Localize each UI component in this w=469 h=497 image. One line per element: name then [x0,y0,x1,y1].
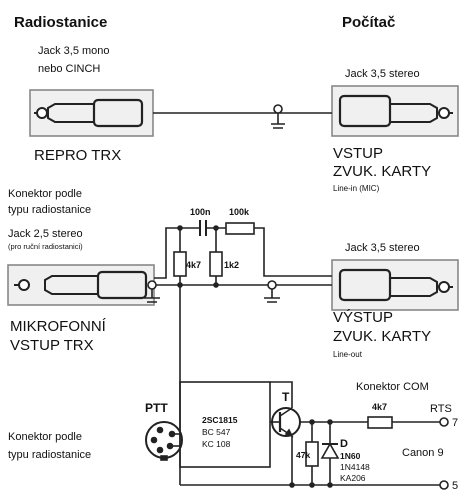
mic-pc-name-2: ZVUK. KARTY [333,328,431,345]
mic-jack-sub: (pro ruční radiostanici) [8,242,83,251]
mic-pc-jack-label: Jack 3,5 stereo [345,242,420,254]
repro-jack-label-2: nebo CINCH [38,63,100,75]
mic-jack-plug [7,264,155,306]
resistor-1k2-label: 1k2 [224,260,239,270]
repro-pc-name-1: VSTUP [333,145,383,162]
mic-signal-wire [154,227,200,279]
diode-type-2: 1N4148 [340,462,370,472]
com-pin5-node [439,480,449,490]
mic-ground-symbol-right [264,297,280,303]
mic-name-2: VSTUP TRX [10,337,94,354]
diode-symbol [320,442,340,459]
mic-name-1: MIKROFONNÍ [10,318,107,335]
mic-pc-sub: Line-out [333,350,363,359]
com-pin7-node [439,417,449,427]
resistor-4k7 [173,251,187,277]
resistor-base-label: 4k7 [372,402,387,412]
resistor-1k2 [209,251,223,277]
com-title: Konektor COM [356,381,429,393]
mic-pc-name-1: VÝSTUP [333,309,393,326]
heading-left: Radiostanice [14,14,107,31]
diode-type-3: KA206 [340,473,366,483]
repro-shield-node [273,104,283,114]
transistor-label: T [282,390,290,404]
resistor-4k7-label: 4k7 [186,260,201,270]
ptt-connector-label-1: Konektor podle [8,431,82,443]
transistor-type-2: BC 547 [202,427,231,437]
com-rts-label: RTS [430,403,452,415]
transistor-symbol [270,407,301,438]
mic-connector-label-2: typu radiostanice [8,204,91,216]
ptt-connector [145,421,183,461]
heading-right: Počítač [342,14,395,31]
repro-pc-jack-plug [331,85,459,137]
resistor-base-4k7 [367,416,393,429]
com-canon-label: Canon 9 [402,447,444,459]
mic-jack-label: Jack 2,5 stereo [8,228,83,240]
ptt-connector-label-2: typu radiostanice [8,449,91,461]
mic-connector-label-1: Konektor podle [8,188,82,200]
repro-pc-jack-label: Jack 3,5 stereo [345,68,420,80]
repro-ground-symbol [271,123,285,129]
transistor-type-3: KC 108 [202,439,231,449]
com-pin7-label: 7 [452,417,458,429]
mic-pc-jack-plug [331,259,459,311]
capacitor-100n-label: 100n [190,207,211,217]
diode-label: D [340,438,348,450]
repro-pc-sub: Line-in (MIC) [333,184,380,193]
pc-out-signal-wire [254,227,332,277]
diode-type-1: 1N60 [340,451,361,461]
transistor-type-1: 2SC1815 [202,415,238,425]
ptt-label: PTT [145,401,168,415]
repro-jack-label-1: Jack 3,5 mono [38,45,110,57]
resistor-100k-label: 100k [229,207,250,217]
repro-jack-plug [29,89,154,137]
repro-pc-name-2: ZVUK. KARTY [333,163,431,180]
resistor-100k [225,222,255,235]
resistor-47k-label: 47k [296,450,310,460]
com-pin5-label: 5 [452,480,458,492]
repro-name: REPRO TRX [34,147,121,164]
